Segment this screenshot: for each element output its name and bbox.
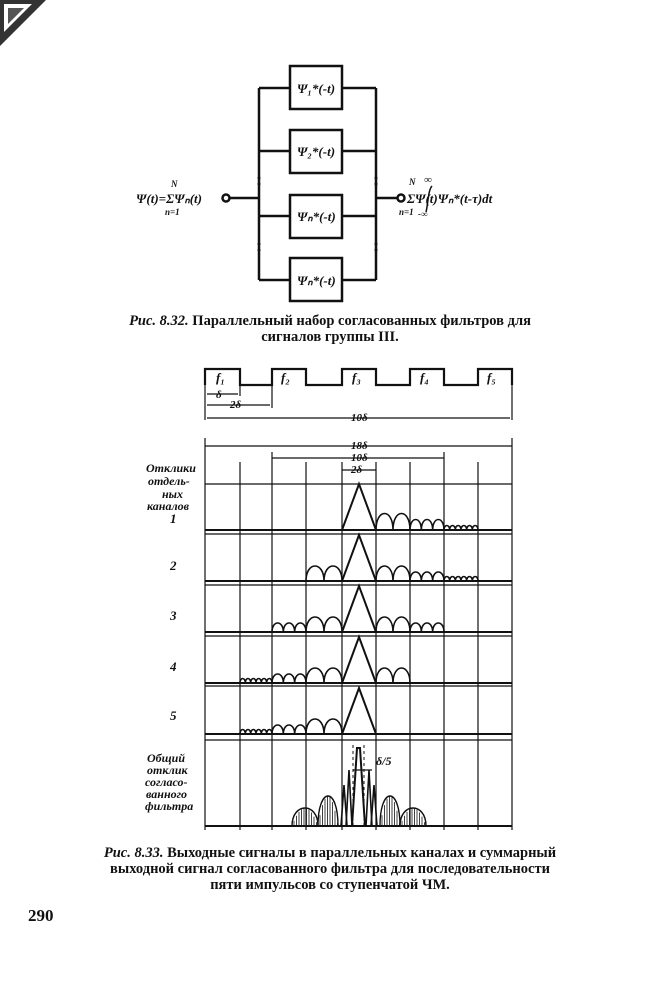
output-int-top: ∞: [424, 174, 432, 186]
filter-label-1: Ψ₁*(-t): [297, 81, 335, 96]
output-int-bottom: -∞: [418, 209, 427, 219]
row-heading-line-4: каналов: [147, 499, 190, 513]
freq-label-1: f₁: [216, 370, 225, 385]
row-heading-line-2: отдель-: [148, 474, 190, 488]
row-number-5: 5: [170, 708, 177, 723]
channel-3-main-lobe: [341, 583, 377, 633]
ten-delta-label: 10δ: [351, 412, 368, 424]
channel-2-sidelobes-b: [409, 571, 445, 582]
fig-832-dots: [257, 176, 378, 252]
total-envelope-left-inner: [317, 795, 339, 827]
channel-5-sidelobes-c: [305, 718, 343, 735]
delta-over-5-label: δ/5: [376, 754, 391, 768]
filter-box-N: [288, 256, 344, 303]
input-signal-label: Ψ(t)=ΣΨₙ(t): [136, 191, 202, 206]
total-label-line-3: согласо-: [145, 775, 187, 789]
channel-2-sidelobes-a: [375, 565, 411, 582]
ten-delta-label-2: 10δ: [351, 452, 368, 464]
fig-832-labels: Ψ₁*(-t) Ψ₂*(-t) Ψₙ*(-t) Ψₙ*(-t) Ψ(t)=ΣΨₙ…: [136, 81, 493, 288]
channel-1-sidelobes-c: [443, 524, 479, 531]
fig-832-diagram: [221, 64, 406, 303]
fig-833-response-grid: [204, 438, 513, 830]
channel-4-sidelobes-a: [239, 677, 273, 684]
filter-box-1: [288, 64, 344, 111]
total-label-line-2: отклик: [147, 763, 188, 777]
row-heading-line-3: ных: [162, 487, 183, 501]
row-number-1: 1: [170, 511, 177, 526]
row-heading-line-1: Отклики: [146, 461, 196, 475]
channel-4-sidelobes-d: [375, 667, 411, 684]
freq-label-3: f₃: [352, 370, 361, 385]
fig-833-caption: Рис. 8.33. Выходные сигналы в параллельн…: [100, 845, 560, 893]
channel-3-sidelobes-far-right: [409, 622, 445, 633]
total-envelope-right-inner: [379, 795, 401, 827]
fig-833-caption-number: Рис. 8.33.: [103, 845, 164, 861]
page-number: 290: [28, 906, 54, 925]
channel-4-sidelobes-b: [271, 673, 307, 684]
filter-label-2: Ψ₂*(-t): [297, 144, 335, 159]
channel-2-sidelobes-left: [305, 565, 343, 582]
fig-833-top-labels: f₁ f₂ f₃ f₄ f₅ δ 2δ 10δ: [216, 370, 496, 424]
two-delta-label: 2δ: [229, 399, 242, 411]
input-sum-top: N: [170, 179, 178, 189]
eighteen-delta-label: 18δ: [351, 440, 368, 452]
total-spike-3: [370, 784, 378, 827]
fig-832-caption: Рис. 8.32. Параллельный набор согласован…: [100, 313, 560, 345]
freq-label-2: f₂: [281, 370, 290, 385]
filter-label-N: Ψₙ*(-t): [297, 273, 336, 288]
total-spike-1: [345, 769, 353, 827]
channel-5-sidelobes-a: [239, 728, 273, 735]
output-sum-top: N: [408, 177, 416, 187]
row-number-3: 3: [169, 608, 177, 623]
channel-1-sidelobes-a: [375, 512, 411, 531]
channel-4-sidelobes-c: [305, 667, 343, 684]
delta-label: δ: [216, 389, 222, 401]
channel-3-sidelobes-left: [305, 616, 343, 633]
channel-1-main-lobe: [341, 481, 377, 531]
channel-3-sidelobes-far-left: [271, 622, 307, 633]
freq-label-5: f₅: [487, 370, 496, 385]
fig-833-dims-top: [204, 385, 513, 420]
filter-label-n: Ψₙ*(-t): [297, 209, 336, 224]
input-sum-bottom: n=1: [165, 207, 180, 217]
total-envelope-left-outer: [291, 807, 319, 827]
channel-1-sidelobes-b: [409, 518, 445, 531]
corner-ornament: [0, 0, 46, 46]
row-number-2: 2: [169, 558, 177, 573]
channel-3-sidelobes-right: [375, 616, 411, 633]
fig-833-pulse-train: [203, 367, 514, 387]
output-signal-label: ΣΨ(t)Ψₙ*(t-τ)dt: [406, 191, 493, 206]
total-label-line-1: Общий: [147, 751, 185, 765]
fig-832-caption-number: Рис. 8.32.: [129, 313, 189, 329]
output-sum-bottom: n=1: [399, 207, 414, 217]
channel-5-sidelobes-b: [271, 724, 307, 735]
integral-sign: [425, 185, 433, 213]
fig-833-grid-labels: 18δ 10δ 2δ Отклики отдель- ных каналов 1…: [145, 440, 391, 813]
total-spike-2: [365, 769, 373, 827]
channel-4-main-lobe: [341, 634, 377, 684]
two-delta-label-2: 2δ: [350, 464, 363, 476]
total-main-peak: [351, 747, 366, 827]
fig-833-caption-text: Выходные сигналы в параллельных каналах …: [110, 845, 557, 893]
fig-832-caption-text: Параллельный набор согласованных фильтро…: [192, 313, 531, 345]
total-label-line-5: фильтра: [145, 799, 193, 813]
total-label-line-4: ванного: [146, 787, 187, 801]
row-number-4: 4: [169, 659, 177, 674]
channel-2-sidelobes-c: [443, 575, 479, 582]
total-envelope-right-outer: [399, 807, 427, 827]
channel-5-main-lobe: [341, 685, 377, 735]
freq-label-4: f₄: [420, 370, 429, 385]
channel-2-main-lobe: [341, 532, 377, 582]
